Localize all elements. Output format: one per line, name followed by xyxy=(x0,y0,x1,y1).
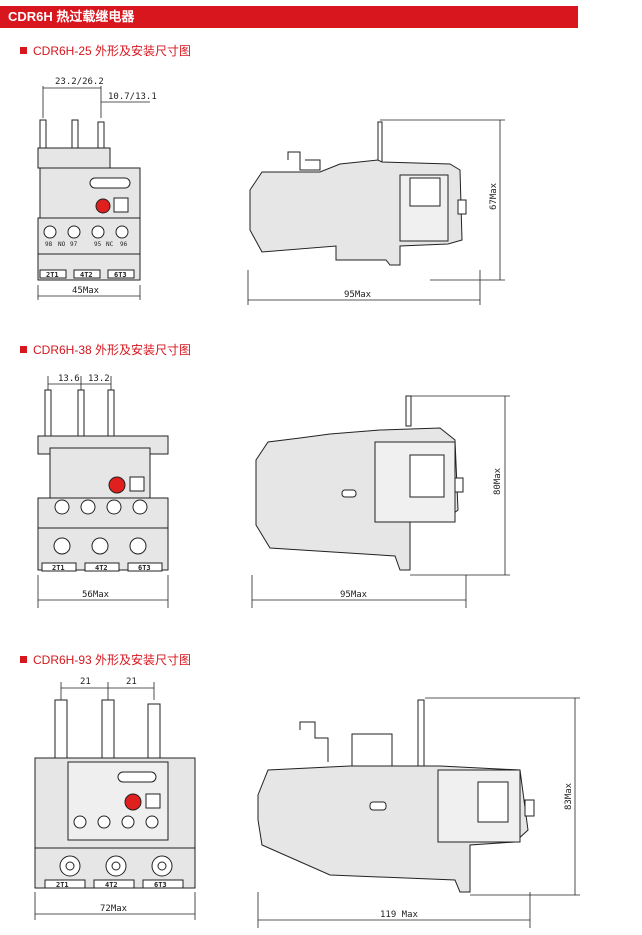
dim-depth: 95Max xyxy=(344,290,372,300)
front-view-38 xyxy=(37,389,169,572)
dim-pole-spacing: 21 xyxy=(126,677,137,687)
aux-label: 95 xyxy=(94,241,102,248)
section-heading-text: CDR6H-25 外形及安装尺寸图 xyxy=(33,44,192,58)
aux-label: 98 xyxy=(45,241,53,248)
dim-height: 83Max xyxy=(564,782,574,810)
dim-depth: 95Max xyxy=(340,590,368,600)
terminal-label: 2T1 xyxy=(52,564,65,572)
section-heading-cdr6h-93: CDR6H-93 外形及安装尺寸图 xyxy=(20,651,191,668)
dim-height: 80Max xyxy=(493,467,503,495)
terminal-label: 2T1 xyxy=(46,271,59,279)
section-heading-cdr6h-38: CDR6H-38 外形及安装尺寸图 xyxy=(20,341,191,358)
aux-labels-25: 98 NO 97 95 NC 96 xyxy=(45,241,128,248)
dim-pole-spacing: 23.2/26.2 xyxy=(55,77,104,87)
terminal-label: 2T1 xyxy=(56,881,69,889)
dim-width: 56Max xyxy=(82,590,110,600)
bullet-square-icon xyxy=(20,346,27,353)
page-title: CDR6H 热过载继电器 xyxy=(0,6,578,28)
cdr6h-38-drawing: 2T1 4T2 6T3 13.6 13.2 56Max 95Max 80Max xyxy=(37,374,510,608)
dim-pole-spacing: 13.2 xyxy=(88,374,110,384)
dim-height: 67Max xyxy=(489,182,499,210)
aux-label: NO xyxy=(58,241,66,248)
dim-pole-spacing: 13.6 xyxy=(58,374,80,384)
aux-label: 97 xyxy=(70,241,78,248)
side-view-38 xyxy=(255,395,464,571)
section-heading-text: CDR6H-93 外形及安装尺寸图 xyxy=(33,653,192,667)
terminal-label: 4T2 xyxy=(80,271,93,279)
dim-width: 45Max xyxy=(72,286,100,296)
section-heading-cdr6h-25: CDR6H-25 外形及安装尺寸图 xyxy=(20,42,191,59)
dim-width: 72Max xyxy=(100,904,128,914)
bullet-square-icon xyxy=(20,656,27,663)
dim-pole-spacing: 21 xyxy=(80,677,91,687)
front-view-25 xyxy=(37,119,141,281)
section-heading-text: CDR6H-38 外形及安装尺寸图 xyxy=(33,343,192,357)
bullet-square-icon xyxy=(20,47,27,54)
cdr6h-25-drawing: 98 NO 97 95 NC 96 2T1 4T2 6T3 23.2/26.2 … xyxy=(37,77,505,305)
front-view-93 xyxy=(34,699,196,889)
side-view-93 xyxy=(257,699,535,893)
terminal-label: 6T3 xyxy=(138,564,151,572)
terminal-label: 4T2 xyxy=(95,564,108,572)
cdr6h-93-drawing: 2T1 4T2 6T3 21 21 72Max 119 Max 83Max xyxy=(34,677,580,928)
dim-depth: 119 Max xyxy=(380,910,419,920)
aux-label: 96 xyxy=(120,241,128,248)
side-view-25 xyxy=(249,121,467,266)
dim-offset: 10.7/13.1 xyxy=(108,92,157,102)
terminal-label: 6T3 xyxy=(114,271,127,279)
terminal-label: 4T2 xyxy=(105,881,118,889)
aux-label: NC xyxy=(106,241,114,248)
terminal-label: 6T3 xyxy=(154,881,167,889)
